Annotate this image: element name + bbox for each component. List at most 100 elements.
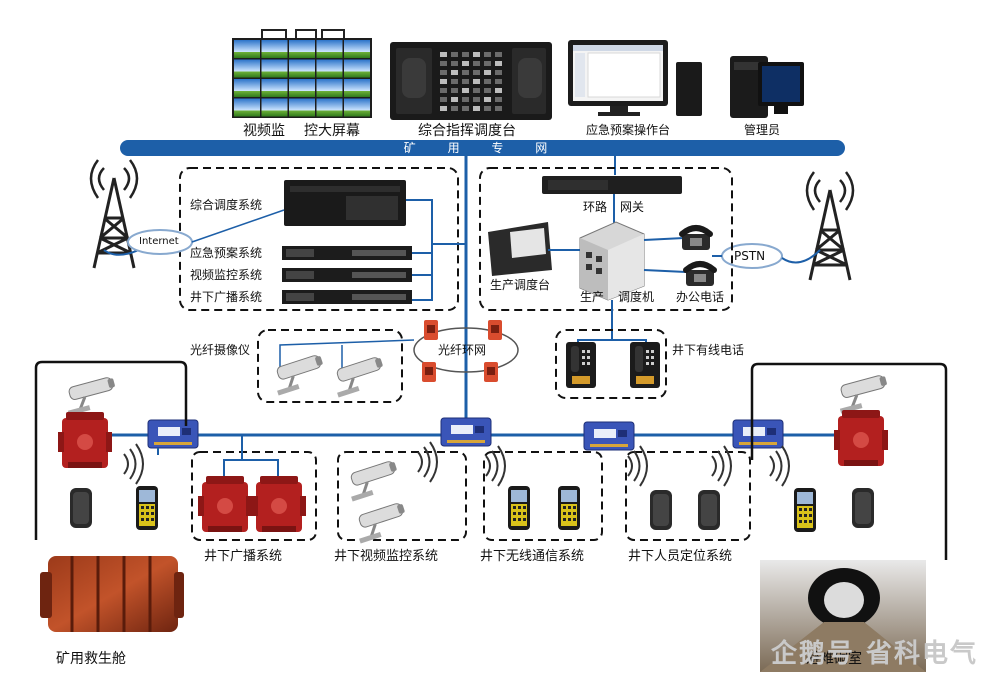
video-wall-tile-ground <box>234 52 260 58</box>
video-wall-tile <box>289 98 315 111</box>
chamber-label: 避难硐室 <box>806 651 862 667</box>
capsule-label: 矿用救生舱 <box>56 651 126 667</box>
emergency-console <box>568 40 702 116</box>
locator-tag-icon <box>70 488 92 528</box>
video-wall-tile <box>344 59 370 72</box>
signal-icon <box>417 441 438 483</box>
video-wall-tile-ground <box>316 110 343 117</box>
camera-icon <box>342 458 404 504</box>
video-wall-tile <box>289 40 315 52</box>
emergency-server <box>282 246 412 260</box>
video-wall-tile-ground <box>344 52 370 58</box>
refuge-chamber-image <box>760 560 926 672</box>
capsule-bracket <box>34 360 188 540</box>
console-key <box>495 79 502 84</box>
video-wall-tile-ground <box>261 91 288 97</box>
broadcast-speaker-icon <box>58 412 112 468</box>
fiber-ring <box>413 327 519 373</box>
system-label-dispatch: 综合调度系统 <box>190 198 263 212</box>
emergency-console-label: 应急预案操作台 <box>586 123 671 137</box>
video-wall-tile <box>261 40 288 52</box>
console-key <box>462 52 469 57</box>
internet-label: Internet <box>139 236 179 247</box>
underground-switch <box>583 421 635 451</box>
mine-network-bus: 矿 用 专 网 <box>120 140 845 156</box>
video-wall-tile-ground <box>234 110 260 117</box>
console-key <box>484 88 491 93</box>
video-wall-tile-ground <box>289 52 315 58</box>
console-key <box>462 79 469 84</box>
fiber-node-icon <box>422 362 436 382</box>
gateway-label-b: 网关 <box>620 200 645 214</box>
console-key <box>462 106 469 111</box>
system-label-emergency: 应急预案系统 <box>190 246 263 260</box>
locator-tag-icon <box>650 490 672 530</box>
console-key <box>462 70 469 75</box>
video-wall-label-a: 视频监 <box>243 123 285 139</box>
console-key <box>473 106 480 111</box>
video-wall-tile-ground <box>344 91 370 97</box>
console-key <box>473 79 480 84</box>
video-wall-tile <box>289 79 315 91</box>
video-wall-tile-ground <box>261 71 288 78</box>
console-key <box>495 88 502 93</box>
wired-phone-group <box>555 329 667 399</box>
console-key <box>473 52 480 57</box>
gateway-label-a: 环路 <box>583 200 608 214</box>
console-key <box>451 52 458 57</box>
console-key <box>495 97 502 102</box>
console-key <box>495 52 502 57</box>
video-wall-tile-ground <box>316 71 343 78</box>
mobile-phone-icon <box>508 486 530 530</box>
mine-phone-icon <box>566 342 596 388</box>
office-phone-label: 办公电话 <box>676 290 725 304</box>
console-key <box>484 97 491 102</box>
console-key <box>451 97 458 102</box>
video-wall-tile-ground <box>261 110 288 117</box>
camera-icon <box>832 372 893 416</box>
mobile-phone-icon <box>136 486 158 530</box>
console-key <box>484 70 491 75</box>
video-wall-tile-ground <box>344 71 370 78</box>
broadcast-speaker-icon <box>198 476 252 532</box>
video-wall-tile <box>234 79 260 91</box>
admin-label: 管理员 <box>744 123 781 137</box>
video-wall-tile-ground <box>234 91 260 97</box>
video-wall-tile <box>234 40 260 52</box>
admin-computer <box>730 56 804 118</box>
fiber-camera-label: 光纤摄像仪 <box>190 343 251 357</box>
loop-gateway <box>542 176 682 194</box>
dispatcher-label-b: 调度机 <box>618 290 655 304</box>
console-key <box>440 79 447 84</box>
video-wall-tile <box>261 59 288 72</box>
video-group <box>337 451 467 541</box>
video-wall-tile-ground <box>261 52 288 58</box>
console-key <box>484 106 491 111</box>
console-key <box>473 70 480 75</box>
camera-icon <box>60 374 121 418</box>
mine-network-label: 矿 用 专 网 <box>403 141 562 155</box>
video-wall-label-b: 控大屏幕 <box>304 123 360 139</box>
fiber-camera-icon <box>268 352 330 398</box>
console-key <box>495 106 502 111</box>
broadcast-server <box>282 290 412 304</box>
watermark: 企鹅号 省科电气 <box>770 639 978 669</box>
locator-tag-icon <box>852 488 874 528</box>
wireless-group <box>483 451 603 541</box>
video-wall-tile <box>316 79 343 91</box>
video-wall-tile <box>234 59 260 72</box>
broadcast-group <box>191 451 317 541</box>
console-key <box>440 70 447 75</box>
subsystem-label-wireless: 井下无线通信系统 <box>480 549 585 564</box>
chamber-bracket <box>750 362 948 560</box>
console-key <box>440 97 447 102</box>
video-wall-tile <box>344 40 370 52</box>
console-key <box>462 61 469 66</box>
console-key <box>484 52 491 57</box>
video-wall-tile-ground <box>289 91 315 97</box>
mobile-phone-icon-2 <box>558 486 580 530</box>
office-phone-icon <box>682 228 710 250</box>
subsystem-label-positioning: 井下人员定位系统 <box>628 549 733 564</box>
video-wall-tile-ground <box>316 91 343 97</box>
dispatch-console <box>390 42 552 120</box>
